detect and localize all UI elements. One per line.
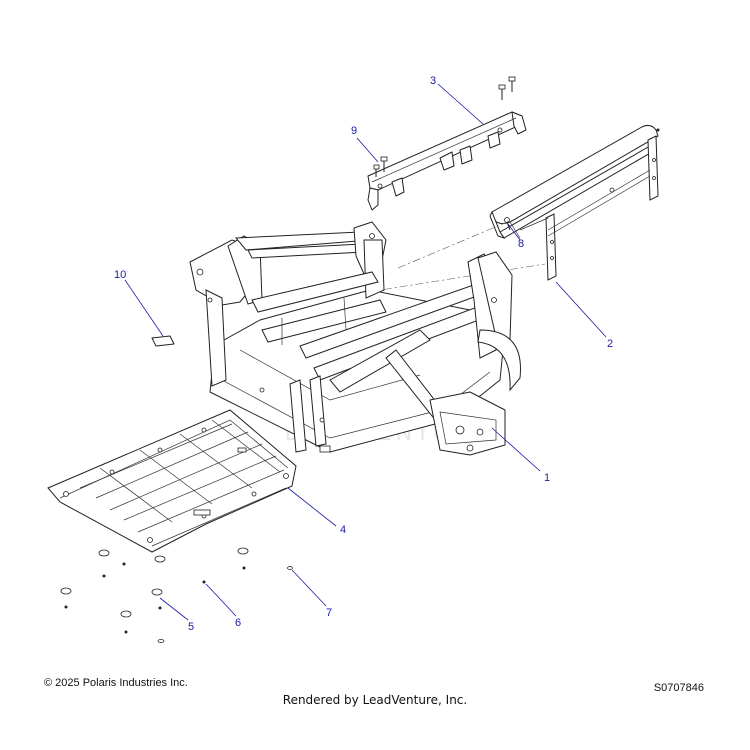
leader-5 bbox=[159, 597, 189, 621]
part-9-bolts[interactable] bbox=[373, 156, 388, 177]
part-2-rack-frame[interactable] bbox=[489, 124, 660, 281]
part-1-main-frame[interactable] bbox=[189, 221, 521, 456]
diagram-code: S0707846 bbox=[653, 682, 704, 694]
alignment-line-lower bbox=[367, 263, 546, 293]
callout-2[interactable]: 2 bbox=[607, 338, 613, 350]
leader-1 bbox=[491, 427, 541, 472]
leader-4 bbox=[287, 487, 337, 527]
part-4-skid-plate[interactable] bbox=[47, 409, 297, 553]
part-3-cross-beam[interactable] bbox=[367, 111, 527, 211]
callout-5[interactable]: 5 bbox=[188, 621, 194, 633]
part-7-clip[interactable] bbox=[287, 566, 293, 570]
copyright-text: © 2025 Polaris Industries Inc. bbox=[44, 677, 188, 689]
part-10-pad[interactable] bbox=[151, 335, 175, 347]
callout-6[interactable]: 6 bbox=[235, 617, 241, 629]
leader-10 bbox=[124, 279, 164, 337]
callout-1[interactable]: 1 bbox=[544, 472, 550, 484]
leader-6 bbox=[205, 583, 237, 617]
part-3-bolts[interactable] bbox=[498, 76, 516, 100]
callout-4[interactable]: 4 bbox=[340, 524, 346, 536]
callout-9[interactable]: 9 bbox=[351, 125, 357, 137]
leader-3 bbox=[437, 83, 484, 125]
rendered-by-text: Rendered by LeadVenture, Inc. bbox=[282, 693, 468, 707]
part-6-fasteners[interactable] bbox=[64, 562, 246, 643]
leader-7 bbox=[291, 569, 327, 607]
part-5-grommets[interactable] bbox=[60, 547, 249, 618]
callout-10[interactable]: 10 bbox=[114, 269, 126, 281]
callout-8[interactable]: 8 bbox=[518, 238, 524, 250]
leader-8 bbox=[507, 223, 521, 241]
callout-7[interactable]: 7 bbox=[326, 607, 332, 619]
part-8-bolt[interactable] bbox=[504, 217, 511, 231]
callout-3[interactable]: 3 bbox=[430, 75, 436, 87]
leader-2 bbox=[555, 281, 607, 338]
alignment-line-upper bbox=[397, 219, 513, 269]
leader-9 bbox=[356, 137, 379, 163]
